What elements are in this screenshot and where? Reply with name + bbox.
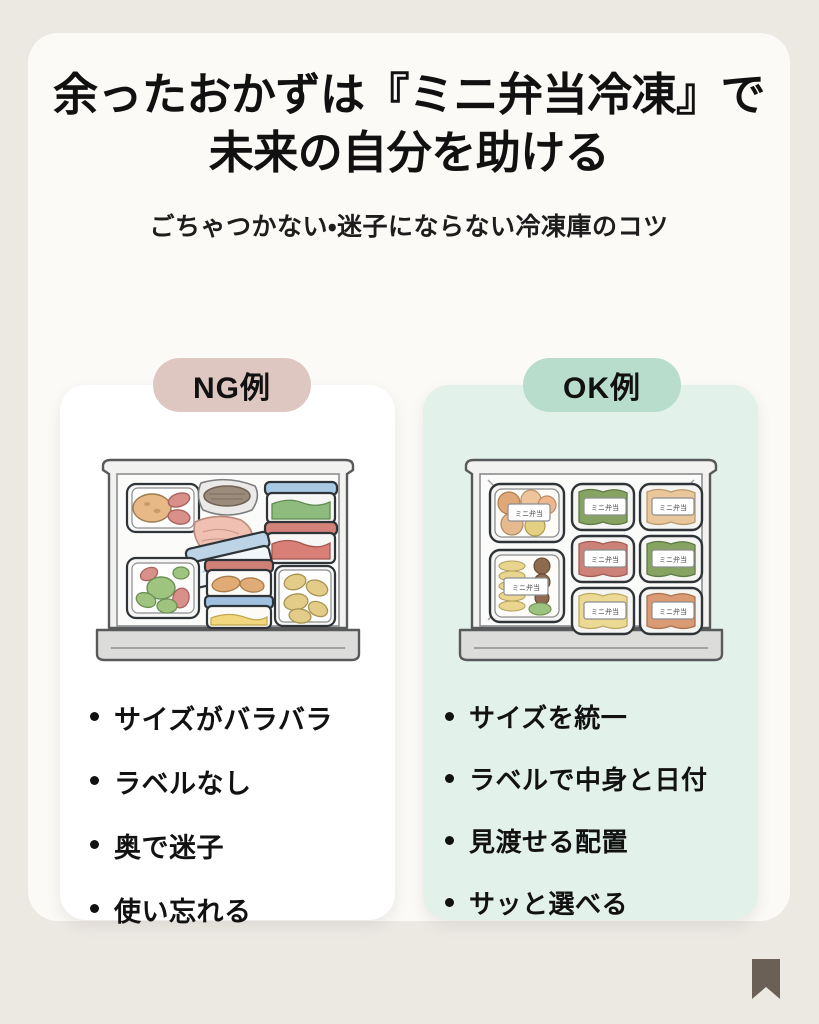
list-item: サッと選べる [445, 884, 746, 921]
svg-text:ミニ弁当: ミニ弁当 [659, 503, 687, 512]
title-line-2: 未来の自分を助ける [208, 126, 610, 178]
bullet-dot-icon [90, 776, 99, 785]
bullet-dot-icon [445, 774, 454, 783]
list-item: 奥で迷子 [90, 826, 383, 865]
bullet-dot-icon [445, 712, 454, 721]
bullet-dot-icon [90, 904, 99, 913]
title-line-1: 余ったおかずは『ミニ弁当冷凍』で [52, 69, 766, 120]
badge-ok-label: OK例 [563, 372, 641, 405]
svg-text:ミニ弁当: ミニ弁当 [659, 555, 687, 564]
svg-text:ミニ弁当: ミニ弁当 [591, 607, 619, 616]
badge-ng-label: NG例 [193, 372, 271, 405]
svg-text:ミニ弁当: ミニ弁当 [591, 555, 619, 564]
bullet-text: 奥で迷子 [114, 833, 224, 863]
list-item: 使い忘れる [90, 890, 383, 929]
page-subtitle: ごちゃつかない・迷子にならない冷凍庫のコツ [149, 213, 669, 242]
bullet-text: ラベルなし [114, 769, 252, 799]
bullet-dot-icon [445, 898, 454, 907]
list-item: サイズを統一 [445, 698, 746, 735]
bullet-text: サイズを統一 [469, 703, 628, 733]
messy-freezer-illustration [95, 458, 360, 662]
list-item: ラベルで中身と日付 [445, 760, 746, 797]
list-item: サイズがバラバラ [90, 698, 383, 737]
bookmark-icon[interactable] [750, 957, 782, 1001]
badge-ok: OK例 [523, 358, 681, 412]
comparison-columns: NG例 [60, 358, 758, 927]
badge-ng: NG例 [153, 358, 311, 412]
bullet-text: 使い忘れる [114, 897, 252, 927]
bullet-text: ラベルで中身と日付 [469, 765, 708, 795]
bullet-text: 見渡せる配置 [469, 827, 629, 857]
svg-text:ミニ弁当: ミニ弁当 [515, 509, 543, 518]
bullet-dot-icon [90, 712, 99, 721]
bullet-dot-icon [445, 836, 454, 845]
column-ng: サイズがバラバラ ラベルなし 奥で迷子 使い忘れる [60, 385, 395, 927]
bullet-dot-icon [90, 840, 99, 849]
poster-card: 余ったおかずは『ミニ弁当冷凍』で 未来の自分を助ける ごちゃつかない・迷子になら… [28, 33, 790, 927]
page-title: 余ったおかずは『ミニ弁当冷凍』で 未来の自分を助ける [28, 33, 790, 181]
list-item: ラベルなし [90, 762, 383, 801]
bullet-list-ok: サイズを統一 ラベルで中身と日付 見渡せる配置 サッと選べる [445, 698, 746, 946]
svg-text:ミニ弁当: ミニ弁当 [659, 607, 687, 616]
svg-text:ミニ弁当: ミニ弁当 [512, 583, 540, 592]
svg-text:ミニ弁当: ミニ弁当 [591, 503, 619, 512]
column-ok: ミニ弁当 ミニ弁当 ミニ弁当 [423, 385, 758, 920]
bullet-text: サッと選べる [469, 889, 629, 919]
bullet-list-ng: サイズがバラバラ ラベルなし 奥で迷子 使い忘れる [90, 698, 383, 954]
list-item: 見渡せる配置 [445, 822, 746, 859]
bullet-text: サイズがバラバラ [114, 705, 333, 735]
organized-freezer-illustration: ミニ弁当 ミニ弁当 ミニ弁当 [458, 458, 723, 662]
